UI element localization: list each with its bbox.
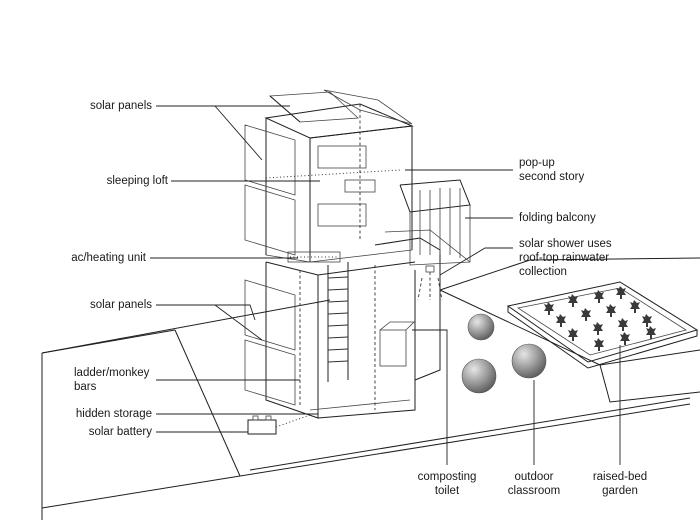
label-outdoor-classroom: outdoor classroom — [494, 470, 574, 498]
plant-icon — [642, 314, 652, 327]
plant-icon — [616, 286, 626, 299]
label-shower-line2: roof-top rainwater — [519, 252, 610, 264]
plant-icon — [630, 300, 640, 313]
leader-lines — [150, 105, 621, 465]
ladder-rung — [327, 300, 349, 303]
label-hidden-storage: hidden storage — [75, 408, 152, 420]
label-shower-line1: solar shower uses — [519, 238, 612, 250]
outdoor-classroom-spheres — [461, 313, 547, 394]
ladder-rung — [327, 360, 349, 363]
ladder-rung — [327, 336, 349, 339]
label-ladder-monkey-bars: ladder/monkey bars — [74, 366, 149, 394]
plant-icon — [594, 338, 604, 351]
plant-icon — [581, 308, 591, 321]
label-pop-up-second-story: pop-up second story — [519, 156, 584, 184]
label-ladder-line1: ladder/monkey — [74, 367, 150, 379]
label-sleeping-loft: sleeping loft — [106, 175, 168, 187]
plant-icon — [606, 304, 616, 317]
plant-icon — [568, 294, 578, 307]
ground-platform — [41, 257, 700, 520]
label-composting-line2: toilet — [434, 485, 460, 497]
plant-icon — [618, 318, 628, 331]
label-popup-line1: pop-up — [519, 157, 555, 169]
plant-icon — [594, 290, 604, 303]
label-folding-balcony: folding balcony — [519, 212, 596, 224]
label-outdoor-line2: classroom — [507, 485, 561, 497]
label-composting-line1: composting — [417, 471, 477, 483]
label-composting-toilet: composting toilet — [407, 470, 487, 498]
label-garden-line1: raised-bed — [592, 471, 648, 483]
plant-icon — [544, 302, 554, 315]
label-solar-panels-mid: solar panels — [89, 299, 152, 311]
label-popup-line2: second story — [519, 171, 585, 183]
ladder-rung — [327, 288, 349, 291]
label-garden-line2: garden — [602, 485, 638, 497]
label-ladder-line2: bars — [74, 381, 97, 393]
plant-icon — [556, 314, 566, 327]
ladder-rungs — [327, 276, 349, 363]
ladder-rung — [327, 312, 349, 315]
label-ac-heating-unit: ac/heating unit — [71, 252, 146, 264]
label-outdoor-line1: outdoor — [514, 471, 554, 483]
plant-icon — [568, 328, 578, 341]
label-shower-line3: collection — [519, 266, 567, 278]
label-solar-shower: solar shower uses roof-top rainwater col… — [519, 237, 612, 279]
tower-structure — [244, 89, 471, 435]
raised-bed-garden — [506, 281, 699, 369]
label-solar-panels-top: solar panels — [89, 100, 152, 112]
label-solar-battery: solar battery — [88, 426, 152, 438]
ladder-rung — [327, 348, 349, 351]
label-raised-bed-garden: raised-bed garden — [580, 470, 660, 498]
ladder-rung — [327, 276, 349, 279]
ladder-rung — [327, 324, 349, 327]
plant-icon — [620, 332, 630, 345]
plant-icon — [646, 326, 656, 339]
plant-icon — [593, 322, 603, 335]
garden-plants — [544, 286, 656, 351]
